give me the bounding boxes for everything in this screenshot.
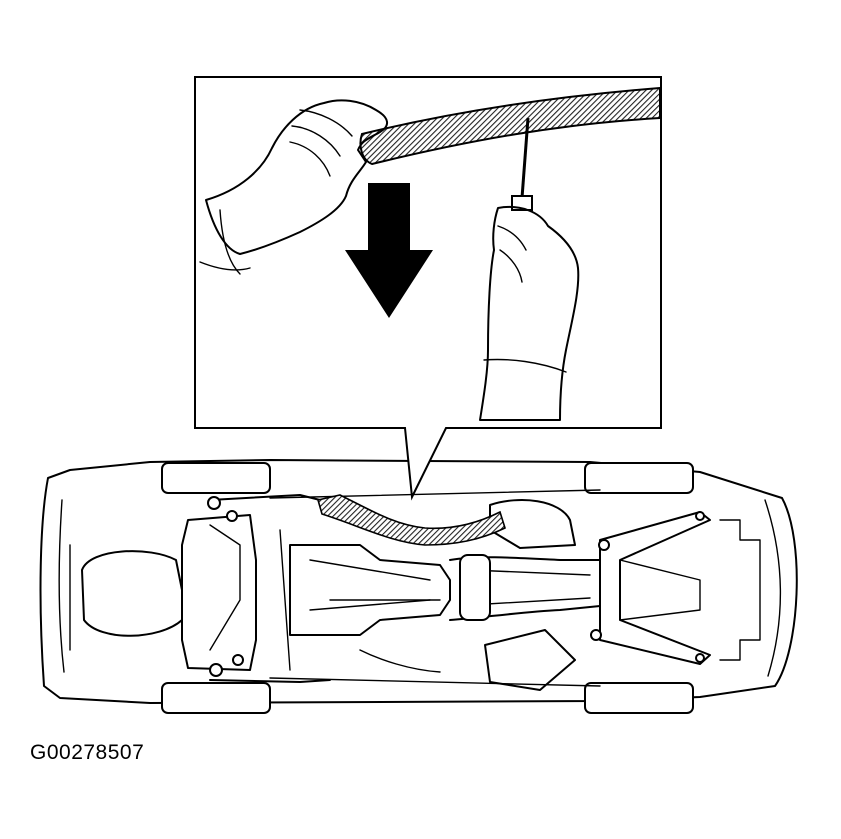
tire-rear-right (584, 682, 694, 714)
hand-icon (205, 99, 388, 255)
weatherstrip-location (316, 494, 506, 546)
body-outline (39, 459, 798, 704)
tire-rear-left (584, 462, 694, 494)
transmission (289, 544, 451, 636)
callout-frame (194, 76, 662, 501)
detail-callout (194, 76, 662, 501)
tire-front-right (161, 682, 271, 714)
down-arrow-icon (345, 183, 433, 318)
figure-id: G00278507 (30, 741, 145, 764)
rear-crossmember (599, 511, 711, 665)
fuel-tank (489, 499, 576, 549)
weatherstrip-detail (359, 86, 661, 166)
front-crossmember (181, 514, 257, 671)
oil-pan (81, 550, 183, 637)
rear-floor (719, 519, 761, 661)
hand-icon (479, 206, 580, 421)
vehicle-underbody (39, 459, 798, 714)
tire-front-left (161, 462, 271, 494)
muffler (459, 554, 491, 621)
